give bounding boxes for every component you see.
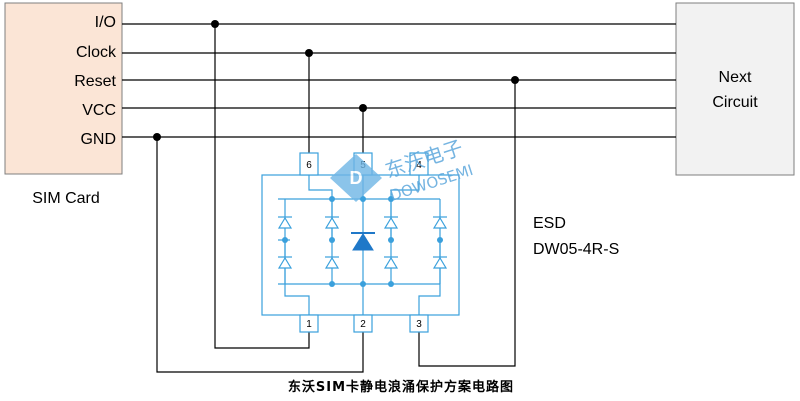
esd-label: ESD <box>533 215 566 232</box>
chip-pin-6: 6 <box>306 160 312 171</box>
chip-pin-2: 2 <box>360 319 366 330</box>
junction-dots <box>153 20 519 141</box>
chip-junction-dots <box>282 196 443 287</box>
tvs-diode <box>351 232 375 251</box>
next-circuit-line1: Next <box>719 69 752 86</box>
esd-diodes <box>277 216 448 269</box>
next-circuit-line2: Circuit <box>712 94 758 111</box>
svg-text:D: D <box>350 168 363 188</box>
sim-pin-io-label: I/O <box>95 14 116 31</box>
sim-card-box <box>4 2 123 175</box>
chip-pin-1: 1 <box>306 319 312 330</box>
sim-pin-clock-label: Clock <box>76 44 117 61</box>
next-circuit-box <box>675 2 795 176</box>
sim-card-title: SIM Card <box>32 190 100 207</box>
sim-pin-vcc-label: VCC <box>82 102 116 119</box>
sim-pin-gnd-label: GND <box>80 131 116 148</box>
diagram-caption: 东沃SIM卡静电浪涌保护方案电路图 <box>288 379 514 395</box>
esd-part-number: DW05-4R-S <box>533 241 619 258</box>
chip-pin-4: 4 <box>416 160 422 171</box>
dowosemi-watermark-logo: D <box>330 154 382 202</box>
chip-pin-3: 3 <box>416 319 422 330</box>
sim-pin-reset-label: Reset <box>74 73 116 90</box>
